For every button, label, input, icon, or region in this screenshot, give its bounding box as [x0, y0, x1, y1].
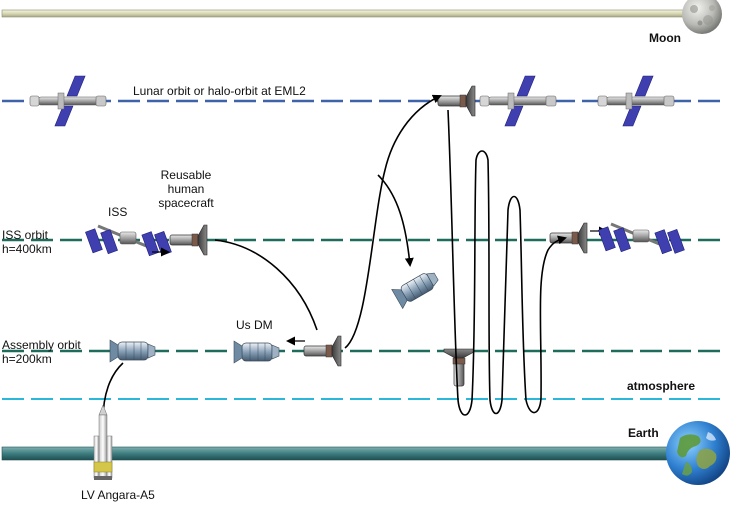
- space-station-icon: [29, 75, 107, 127]
- iss-orbit-altitude: h=400km: [2, 242, 52, 256]
- iss-orbit-name: ISS orbit: [2, 228, 49, 242]
- space-tug-icon: [233, 340, 280, 364]
- rocket-icon: [93, 404, 113, 480]
- reusable-spacecraft-label: Reusable human spacecraft: [151, 168, 221, 210]
- tug-transfer-trajectory: [377, 174, 414, 267]
- moon-label: Moon: [649, 31, 681, 45]
- iss-label: ISS: [108, 205, 128, 219]
- earth-label: Earth: [628, 426, 659, 440]
- lunar-transfer-trajectory: [344, 94, 442, 349]
- lunar-orbit-label: Lunar orbit or halo-orbit at EML2: [133, 84, 306, 98]
- space-station-icon: [597, 75, 675, 127]
- iss-station-icon: [596, 222, 686, 256]
- aerobraking-trajectory: [447, 109, 567, 416]
- reusable-spacecraft-icon: [437, 85, 476, 117]
- reusable-spacecraft-icon: [303, 335, 342, 367]
- earth-globe-icon: [666, 421, 730, 485]
- reusable-label-line3: spacecraft: [158, 196, 214, 210]
- reusable-spacecraft-icon: [443, 348, 475, 387]
- assembly-orbit-altitude: h=200km: [2, 352, 52, 366]
- assembly-orbit-label: Assembly orbit h=200km: [2, 338, 81, 366]
- launch-trajectory: [102, 362, 124, 421]
- moon-band: [1, 9, 693, 18]
- assembly-orbit-name: Assembly orbit: [2, 338, 81, 352]
- launch-vehicle-label: LV Angara-A5: [81, 488, 155, 502]
- space-tug-icon: [391, 266, 443, 309]
- reusable-spacecraft-icon: [169, 224, 208, 256]
- reusable-label-line1: Reusable: [160, 168, 212, 182]
- space-tug-icon: [109, 339, 156, 363]
- us-dm-label: Us DM: [236, 318, 273, 332]
- atmosphere-label: atmosphere: [627, 379, 696, 393]
- return-trajectory-from-iss: [214, 239, 318, 331]
- space-station-icon: [479, 75, 557, 127]
- moon-icon: [682, 0, 722, 34]
- iss-orbit-label: ISS orbit h=400km: [2, 228, 52, 256]
- reusable-spacecraft-icon: [549, 222, 588, 254]
- iss-station-icon: [83, 224, 173, 258]
- reusable-label-line2: human: [167, 182, 205, 196]
